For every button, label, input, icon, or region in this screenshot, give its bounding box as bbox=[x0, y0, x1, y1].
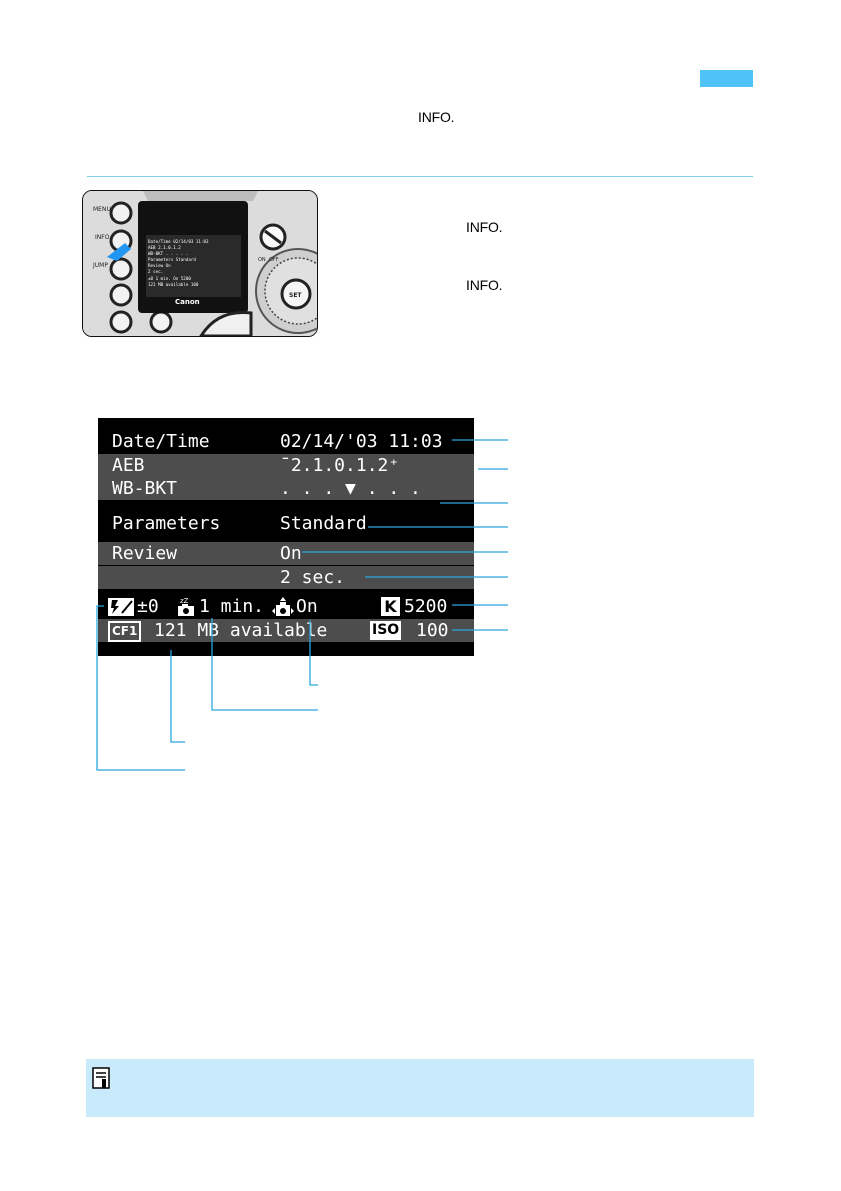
lcd-row-review: Review On bbox=[98, 542, 474, 565]
lcd-row-aeb: AEB ˉ2.1.0.1.2⁺ bbox=[98, 454, 474, 477]
camera-info-label: INFO. bbox=[95, 234, 111, 241]
svg-text:Review On: Review On bbox=[148, 263, 171, 268]
lcd-row-label: Parameters bbox=[112, 513, 221, 534]
lcd-row-value: 02/14/'03 11:03 bbox=[280, 431, 443, 452]
lcd-info-screen: Date/Time 02/14/'03 11:03 AEB ˉ2.1.0.1.2… bbox=[98, 418, 474, 656]
svg-text:AEB 2.1.0.1.2: AEB 2.1.0.1.2 bbox=[148, 245, 181, 250]
section-divider bbox=[87, 176, 753, 177]
lcd-row-wb-bkt: WB-BKT . . . ▼ . . . bbox=[98, 477, 474, 500]
svg-text:Date/Time 02/14/03 11:03: Date/Time 02/14/03 11:03 bbox=[148, 239, 209, 244]
lcd-row-value: . . . ▼ . . . bbox=[280, 478, 421, 499]
svg-text:121 MB available 100: 121 MB available 100 bbox=[148, 282, 199, 287]
lcd-row-value: On bbox=[280, 543, 302, 564]
info-button-label: INFO. bbox=[418, 109, 455, 125]
step1-info-button-label: INFO. bbox=[466, 219, 503, 235]
camera-brand-label: Canon bbox=[175, 298, 200, 306]
camera-menu-label: MENU bbox=[93, 206, 111, 213]
lcd-row-value: Standard bbox=[280, 513, 367, 534]
cf-card-badge: CF1 bbox=[108, 621, 142, 642]
svg-text:Parameters Standard: Parameters Standard bbox=[148, 257, 196, 262]
camera-jump-label: JUMP bbox=[92, 262, 108, 269]
color-temp-value: 5200 bbox=[404, 596, 448, 617]
camera-power-on-label: ON bbox=[258, 257, 266, 263]
lcd-row-label: AEB bbox=[112, 455, 145, 476]
svg-text:zZ: zZ bbox=[180, 597, 189, 605]
color-temp-badge: K bbox=[381, 597, 400, 616]
lcd-row-value: 2 sec. bbox=[280, 567, 346, 588]
card-space-value: 121 MB available bbox=[154, 620, 328, 641]
lcd-row-value: ˉ2.1.0.1.2⁺ bbox=[280, 455, 400, 476]
lcd-row-label: WB-BKT bbox=[112, 478, 178, 499]
note-box bbox=[86, 1059, 754, 1117]
lcd-status-row: ±0 zZ 1 min. On K 5200 bbox=[98, 595, 474, 618]
camera-set-label: SET bbox=[289, 292, 302, 299]
camera-back-photo: MENU INFO. JUMP Date/Time 02/14/03 11:03… bbox=[82, 190, 318, 337]
orientation-value: On bbox=[296, 596, 318, 617]
lcd-row-review-time: 2 sec. bbox=[98, 566, 474, 589]
svg-text:2 sec.: 2 sec. bbox=[148, 269, 163, 274]
camera-power-off-label: OFF bbox=[269, 257, 279, 263]
lcd-storage-row: CF1 121 MB available ISO 100 bbox=[98, 619, 474, 642]
lcd-row-date-time: Date/Time 02/14/'03 11:03 bbox=[98, 430, 474, 453]
svg-text:WB-BKT . . . . .: WB-BKT . . . . . bbox=[148, 251, 188, 256]
flash-comp-value: ±0 bbox=[137, 596, 159, 617]
step2-info-button-label: INFO. bbox=[466, 277, 503, 293]
section-tab-marker bbox=[700, 70, 753, 87]
auto-power-off-value: 1 min. bbox=[199, 596, 265, 617]
orientation-icon bbox=[272, 596, 294, 623]
memo-icon bbox=[92, 1067, 112, 1091]
press-arrow-icon bbox=[107, 243, 131, 261]
svg-text:±0 1 min. On 5200: ±0 1 min. On 5200 bbox=[148, 276, 191, 281]
iso-value: 100 bbox=[416, 620, 449, 641]
lcd-row-label: Review bbox=[112, 543, 178, 564]
iso-badge: ISO bbox=[370, 621, 402, 640]
lcd-row-label: Date/Time bbox=[112, 431, 210, 452]
lcd-row-parameters: Parameters Standard bbox=[98, 512, 474, 535]
